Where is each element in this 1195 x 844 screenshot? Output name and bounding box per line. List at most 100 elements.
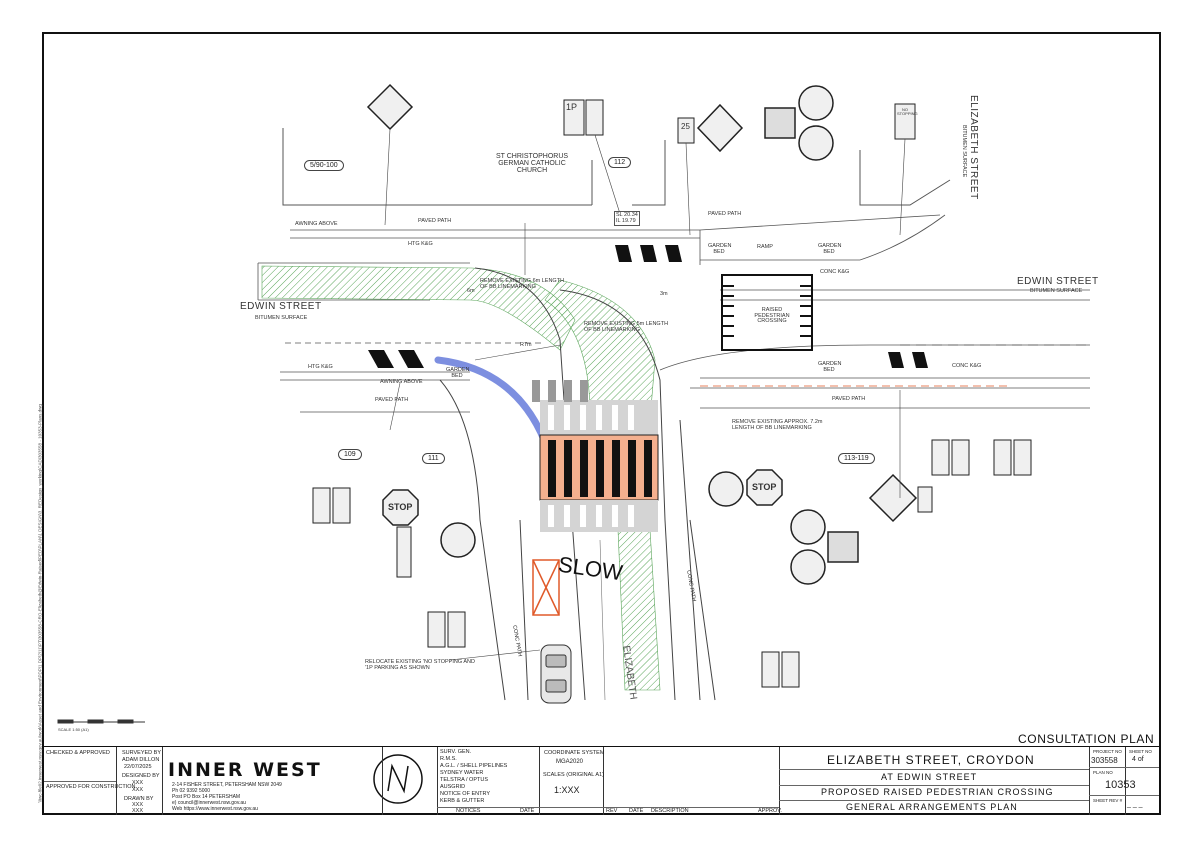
north-arrow xyxy=(373,754,423,804)
property-number: 113-119 xyxy=(838,453,875,464)
stop-sign-text-2: STOP xyxy=(752,482,777,492)
garden-bed-label: GARDEN BED xyxy=(708,243,732,255)
elizabeth-street-top-label: ELIZABETH STREET xyxy=(968,95,979,200)
edwin-street-west xyxy=(257,262,545,413)
awning-above-label: AWNING ABOVE xyxy=(295,221,338,227)
service-item: TELSTRA / OPTUS xyxy=(440,777,488,783)
project-description: PROPOSED RAISED PEDESTRIAN CROSSING xyxy=(821,787,1054,797)
email-line: e) council@innerwest.nsw.gov.au xyxy=(172,800,246,806)
rev-date-label: DATE xyxy=(629,808,644,814)
sheet-no-label: SHEET NO xyxy=(1129,749,1152,754)
radius-label: R7m xyxy=(520,342,532,348)
paved-path-label: PAVED PATH xyxy=(418,218,452,224)
garden-bed-label-2: GARDEN BED xyxy=(818,243,842,255)
sheet-rev: _ _ _ xyxy=(1127,801,1143,808)
service-item: R.M.S. xyxy=(440,756,457,762)
property-number: 111 xyxy=(422,453,445,464)
remove-linemarking-note-2: REMOVE EXISTING 5m LENGTH OF BB LINEMARK… xyxy=(584,321,669,333)
levels-label: SL 20.34 IL 19.79 xyxy=(614,211,640,226)
drawer-2: XXX xyxy=(132,808,144,814)
service-item: KERB & GUTTER xyxy=(440,798,485,804)
parked-car xyxy=(540,644,572,704)
scales-label: SCALES (ORIGINAL A1) xyxy=(543,772,604,778)
inner-west-logo: INNER WEST xyxy=(168,759,322,781)
no-stopping-sign-text: NO STOPPING xyxy=(897,107,918,116)
checked-approved-label: CHECKED & APPROVED xyxy=(46,750,110,756)
diamond-signs xyxy=(366,83,918,563)
post-line: Post PO Box 14 PETERSHAM xyxy=(172,794,241,800)
consultation-plan-label: CONSULTATION PLAN xyxy=(1018,732,1155,746)
service-item: NOTICE OF ENTRY xyxy=(440,791,491,797)
garden-hatch-west xyxy=(261,265,576,351)
dimension-6m: 6m xyxy=(467,288,475,294)
htg-kg-label: HTG K&G xyxy=(408,241,433,247)
bitumen-surface-east-label: BITUMEN SURFACE xyxy=(1030,288,1083,294)
bitumen-surface-top-label: BITUMEN SURFACE xyxy=(961,125,967,178)
existing-crossing-north xyxy=(721,274,813,351)
stop-sign-east xyxy=(746,469,783,506)
raised-crossing-label: RAISED PEDESTRIAN CROSSING xyxy=(754,307,790,324)
kerb-hazard-marks xyxy=(368,245,928,368)
leader-lines xyxy=(384,128,906,661)
coordinate-system-value: MGA2020 xyxy=(556,759,584,765)
sheet-no: 4 of xyxy=(1132,756,1144,763)
service-item: A.G.L. / SHELL PIPELINES xyxy=(440,763,508,769)
title-block: CHECKED & APPROVED APPROVED FOR CONSTRUC… xyxy=(44,746,1159,815)
sheet-rev-label: SHEET REV # xyxy=(1093,798,1123,803)
plan-no: 10353 xyxy=(1105,779,1136,791)
designer-2: XXX xyxy=(132,787,144,793)
designer-1: XXX xyxy=(132,780,144,786)
ramp-label: RAMP xyxy=(757,244,773,250)
stop-sign-text: STOP xyxy=(388,502,413,512)
htg-kg-label-2: HTG K&G xyxy=(308,364,333,370)
web-line: Web https://www.innerwest.nsw.gov.au xyxy=(172,806,258,812)
plan-no-label: PLAN NO xyxy=(1093,770,1113,775)
north-footpath xyxy=(290,214,946,265)
round-signs xyxy=(440,85,834,585)
paved-path-label-2: PAVED PATH xyxy=(708,211,742,217)
edwin-street-west-label: EDWIN STREET xyxy=(240,301,322,312)
service-item: SYDNEY WATER xyxy=(440,770,484,776)
remove-linemarking-note-3: REMOVE EXISTING APPROX. 7.2m LENGTH OF B… xyxy=(732,419,823,431)
raised-pedestrian-crossing xyxy=(532,380,659,532)
garden-bed-label-4: GARDEN BED xyxy=(818,361,842,373)
paved-path-label-4: PAVED PATH xyxy=(832,396,866,402)
property-boundaries xyxy=(282,128,951,206)
awning-above-label-2: AWNING ABOVE xyxy=(380,379,423,385)
scale-bar-label: SCALE 1:50 (A1) xyxy=(58,727,89,732)
property-number: 112 xyxy=(608,157,632,168)
project-subtitle: AT EDWIN STREET xyxy=(881,772,978,782)
file-path-sidebar: \\iwc-file02.innerwest.nsw.gov.au\work\A… xyxy=(37,404,43,803)
conc-kg-label-2: CONC K&G xyxy=(952,363,982,369)
date-label: DATE xyxy=(520,808,535,814)
rev-label: REV xyxy=(606,808,618,814)
speed-25-sign-text: 25 xyxy=(681,122,690,131)
drawer-1: XXX xyxy=(132,802,144,808)
remove-linemarking-note-1: REMOVE EXISTING 6m LENGTH OF BB LINEMARK… xyxy=(480,278,565,290)
project-no-label: PROJECT NO xyxy=(1093,749,1122,754)
survey-date: 22/07/2025 xyxy=(124,764,152,770)
service-item: SURV. GEN. xyxy=(440,749,472,755)
scale-bar xyxy=(57,719,145,724)
project-no: 303558 xyxy=(1091,756,1118,765)
edwin-street-east-label: EDWIN STREET xyxy=(1017,276,1099,287)
phone-line: Ph 02 9392 5000 xyxy=(172,788,211,794)
edwin-street-east xyxy=(659,289,1090,409)
address-line: 2-14 FISHER STREET, PETERSHAM NSW 2049 xyxy=(172,782,282,788)
church-label: ST CHRISTOPHORUS GERMAN CATHOLIC CHURCH xyxy=(495,153,569,174)
bitumen-surface-west-label: BITUMEN SURFACE xyxy=(255,315,308,321)
drawn-by-label: DRAWN BY xyxy=(124,796,154,802)
designed-by-label: DESIGNED BY xyxy=(122,773,160,779)
dimension-3m: 3m xyxy=(660,291,668,297)
no-parking-box xyxy=(532,559,560,616)
crossing-comb-marks xyxy=(722,285,812,337)
elizabeth-street-edges xyxy=(439,267,716,701)
paved-path-label-3: PAVED PATH xyxy=(375,397,409,403)
garden-bed-label-3: GARDEN BED xyxy=(446,367,470,379)
relocate-note: RELOCATE EXISTING 'NO STOPPING AND '1P P… xyxy=(365,659,475,671)
rectangular-signs xyxy=(312,99,1032,688)
service-item: AUSGRID xyxy=(440,784,466,790)
approv-label: APPROV. xyxy=(758,808,782,814)
property-number: 5/90-100 xyxy=(304,160,344,171)
